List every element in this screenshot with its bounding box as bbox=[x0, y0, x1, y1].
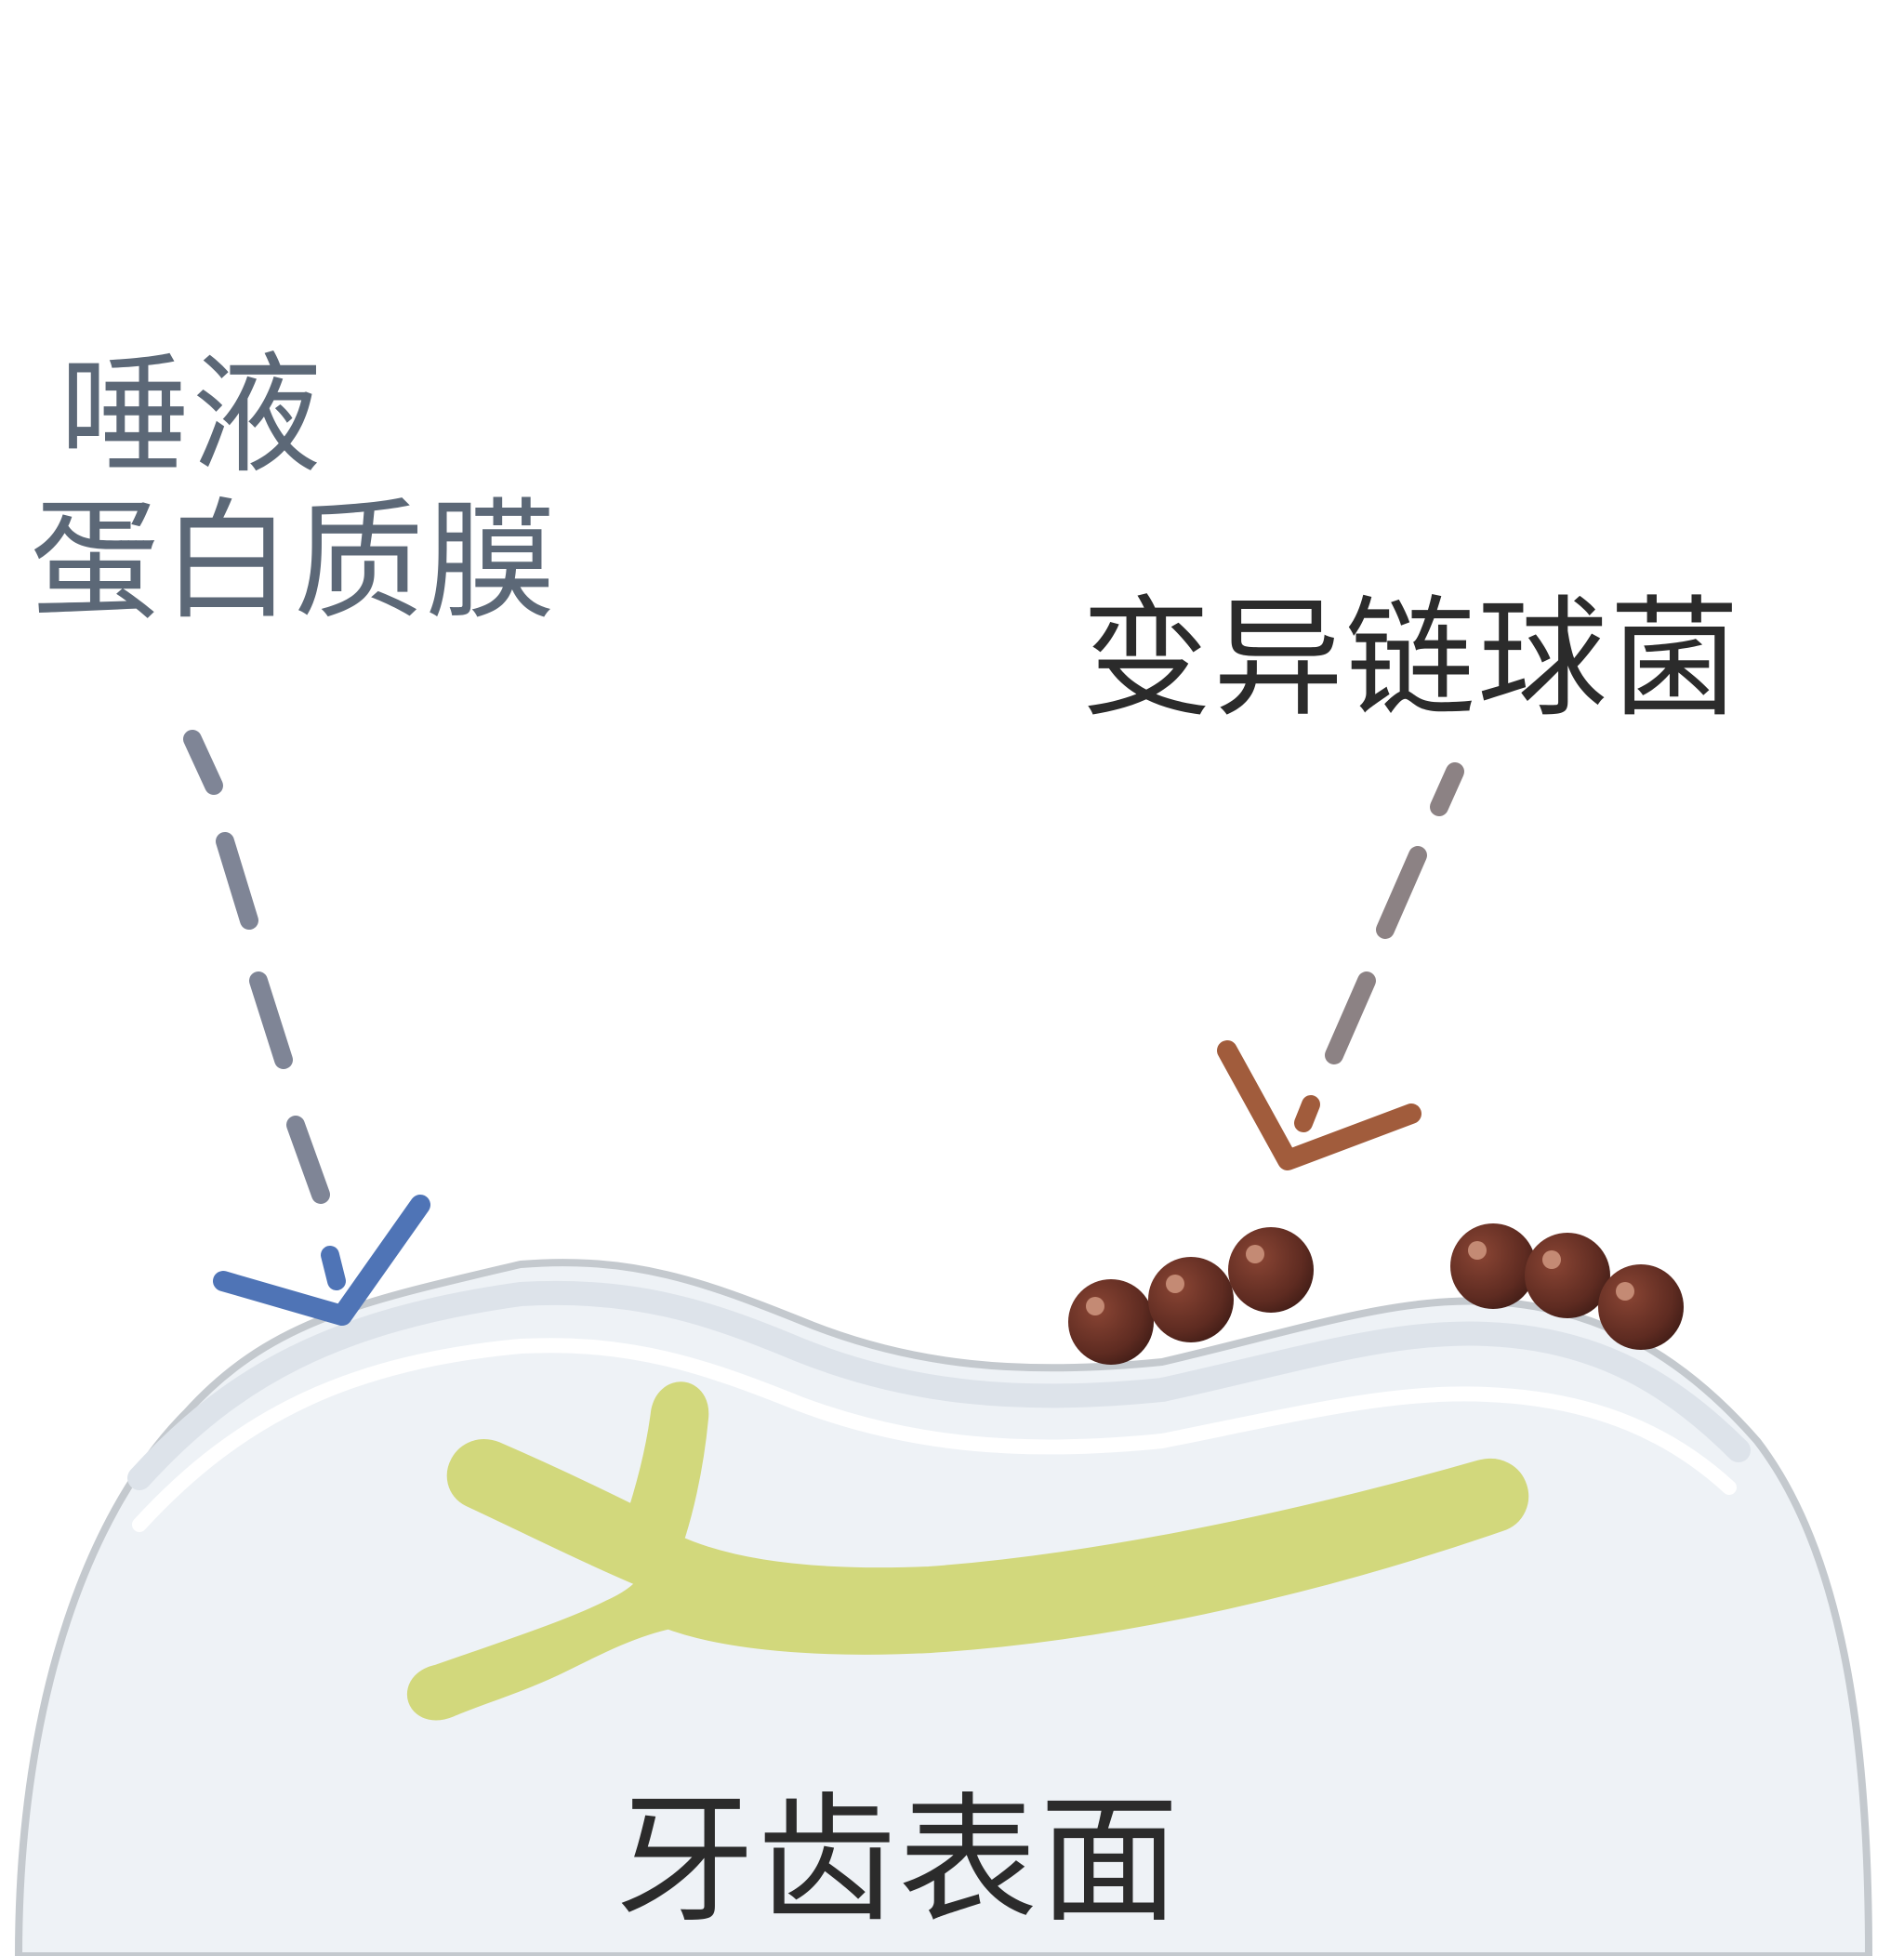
bacteria-cell bbox=[1148, 1257, 1234, 1342]
bacteria-cell-highlight bbox=[1086, 1297, 1104, 1315]
bacteria-arrow-dash bbox=[1376, 846, 1427, 939]
bacteria-cluster-right bbox=[1450, 1223, 1684, 1350]
pellicle-arrow-dash bbox=[216, 832, 258, 930]
pellicle-layer bbox=[127, 1280, 1751, 1490]
bacteria-cell-highlight bbox=[1616, 1282, 1634, 1301]
pellicle-arrow bbox=[183, 730, 430, 1326]
bacteria-cluster-left bbox=[1068, 1227, 1314, 1365]
pellicle-label: 唾液 蛋白质膜 bbox=[30, 340, 559, 638]
enamel-band bbox=[132, 1338, 1737, 1532]
bacteria-cell-highlight bbox=[1166, 1275, 1184, 1293]
bacteria-arrow-dash bbox=[1325, 971, 1376, 1064]
bacteria-arrow-dash bbox=[1430, 762, 1464, 816]
bacteria-cell-highlight bbox=[1468, 1241, 1487, 1260]
bacteria-cell bbox=[1598, 1264, 1684, 1350]
pellicle-arrow-dash bbox=[286, 1116, 330, 1204]
bacteria-cell bbox=[1450, 1223, 1536, 1309]
pellicle-arrow-dash bbox=[249, 971, 293, 1069]
bacteria-cell-highlight bbox=[1542, 1250, 1561, 1269]
bacteria-cell bbox=[1525, 1233, 1610, 1318]
pellicle-arrow-dash bbox=[183, 730, 223, 795]
bacteria-cell-highlight bbox=[1246, 1245, 1264, 1263]
bacteria-cell bbox=[1068, 1279, 1154, 1365]
tooth-surface-label: 牙齿表面 bbox=[615, 1780, 1182, 1942]
bacteria-arrow-dash bbox=[1294, 1095, 1320, 1132]
bacteria-cell bbox=[1228, 1227, 1314, 1313]
root-canal bbox=[407, 1381, 1529, 1721]
bacteria-arrow bbox=[1217, 762, 1464, 1170]
pellicle-arrow-dash bbox=[321, 1246, 346, 1290]
bacteria-arrow-head bbox=[1217, 1040, 1421, 1170]
bacteria-label: 变异链球菌 bbox=[1081, 584, 1742, 735]
pellicle-label-line1: 唾液 bbox=[60, 340, 324, 492]
pellicle-arrow-head bbox=[213, 1195, 430, 1326]
pellicle-label-line2: 蛋白质膜 bbox=[30, 485, 559, 638]
